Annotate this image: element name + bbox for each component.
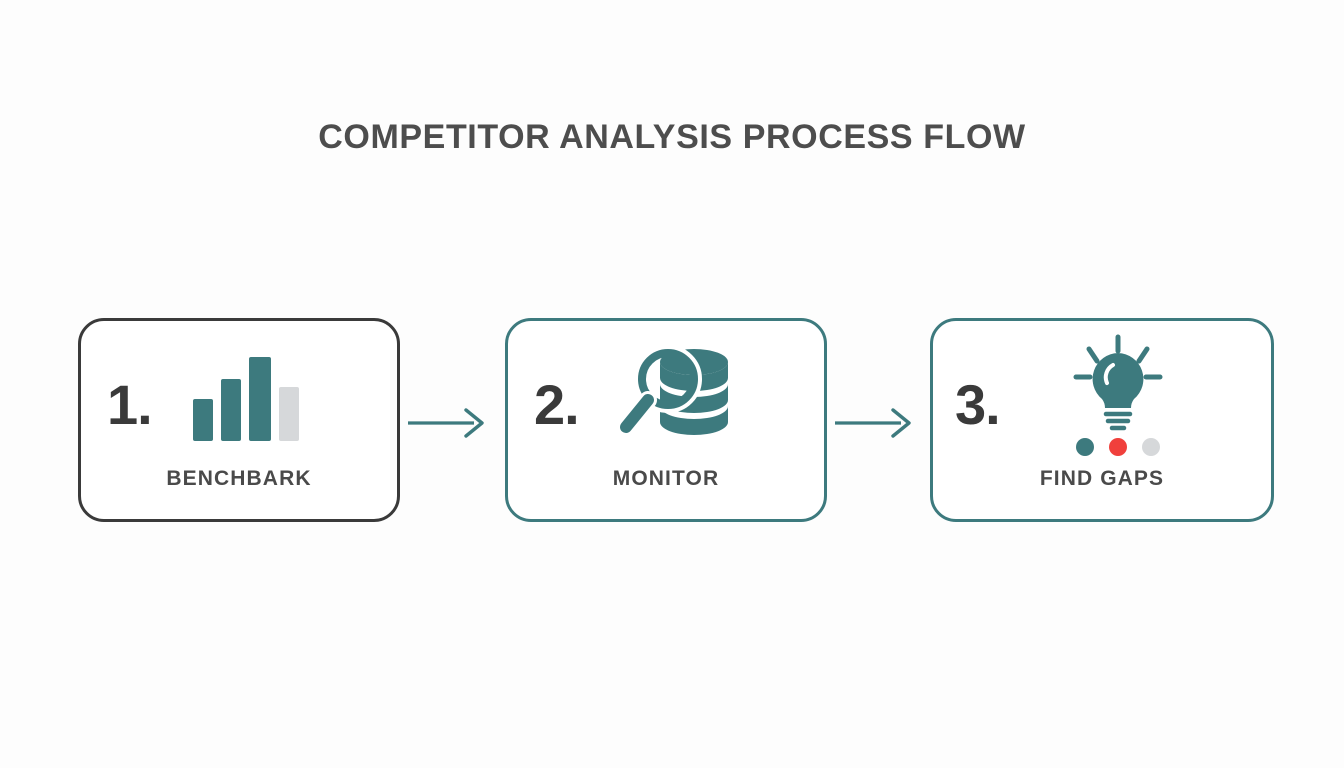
process-flow-row: 1. BENCHBARK	[78, 318, 1274, 522]
process-step-card-2[interactable]: 2.	[505, 318, 827, 522]
step-label-1: BENCHBARK	[166, 467, 312, 490]
process-step-card-1[interactable]: 1. BENCHBARK	[78, 318, 400, 522]
card-2-content: 2.	[508, 321, 824, 519]
lightbulb-icon	[1043, 334, 1193, 456]
step-number-2: 2.	[534, 373, 580, 436]
page-title: COMPETITOR ANALYSIS PROCESS FLOW	[318, 118, 1026, 156]
status-dot-gray	[1142, 438, 1160, 456]
arrow-right-icon	[408, 406, 492, 440]
magnifier-database-icon	[608, 339, 758, 451]
card-3-content: 3.	[933, 321, 1271, 519]
status-dot-red	[1109, 438, 1127, 456]
card-1-content: 1. BENCHBARK	[81, 321, 397, 519]
status-dot-teal	[1076, 438, 1094, 456]
step-label-2: MONITOR	[612, 467, 720, 490]
step-number-3: 3.	[955, 373, 1001, 436]
step-number-1: 1.	[107, 373, 153, 436]
arrow-right-icon	[835, 406, 919, 440]
bar-chart-icon	[185, 347, 325, 447]
process-step-card-3[interactable]: 3.	[930, 318, 1274, 522]
step-label-3: FIND GAPS	[1039, 467, 1165, 490]
